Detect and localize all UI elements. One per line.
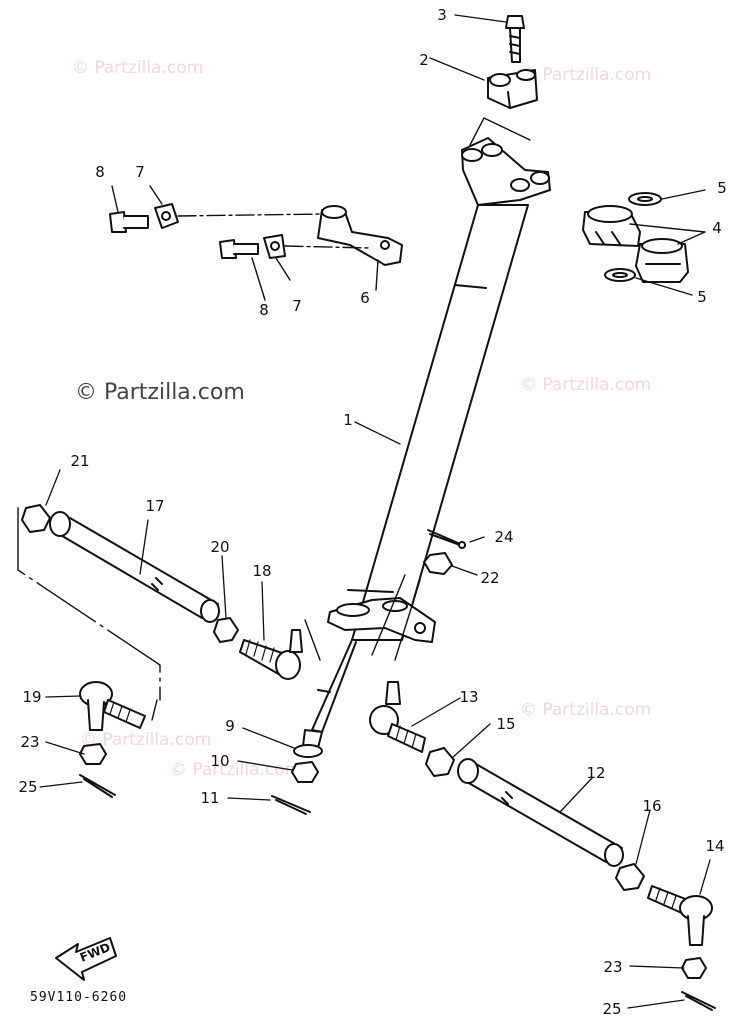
castle-nut <box>79 743 107 765</box>
watermark: © Partzilla.com <box>520 65 652 85</box>
callout-17: 17 <box>145 497 165 515</box>
callout-20: 20 <box>210 538 230 556</box>
arm-bracket <box>317 205 403 291</box>
watermark: © Partzilla.com <box>520 375 652 395</box>
callout-18: 18 <box>252 562 272 580</box>
callout-13: 13 <box>459 688 479 706</box>
steering-arm <box>327 597 436 643</box>
lock-nut <box>425 747 455 777</box>
callout-8: 8 <box>95 163 105 181</box>
lock-nut <box>21 504 51 533</box>
callout-15: 15 <box>496 715 516 733</box>
callout-4: 4 <box>712 219 722 237</box>
steering-column-shaft <box>302 204 529 749</box>
washer-hole <box>637 196 653 202</box>
tie-rod-end <box>79 681 146 731</box>
forward-arrow-icon <box>55 937 117 981</box>
top-bolt <box>505 15 525 63</box>
holder-bracket-left <box>582 205 641 247</box>
callout-10: 10 <box>210 752 230 770</box>
callout-11: 11 <box>200 789 220 807</box>
watermark: © Partzilla.com <box>170 760 302 780</box>
callout-12: 12 <box>586 764 606 782</box>
callout-1: 1 <box>343 411 353 429</box>
clamp-block <box>487 69 538 109</box>
callout-9: 9 <box>225 717 235 735</box>
callout-25: 25 <box>18 778 38 796</box>
clip <box>263 234 286 259</box>
cotter-pin <box>271 795 311 815</box>
lock-nut <box>213 617 239 643</box>
bolt <box>219 239 259 259</box>
callout-6: 6 <box>360 289 370 307</box>
cotter-pin <box>79 774 116 798</box>
washer <box>604 268 636 282</box>
washer-hole <box>612 272 628 278</box>
washer <box>628 192 662 206</box>
callout-3: 3 <box>437 6 447 24</box>
lock-nut <box>615 863 645 891</box>
watermark: © Partzilla.com <box>75 380 245 405</box>
leader-lines <box>39 14 711 1009</box>
castle-nut <box>423 552 453 575</box>
callout-7: 7 <box>135 163 145 181</box>
column-upper-bracket <box>461 137 551 206</box>
tie-rod-left <box>49 511 220 623</box>
watermark: © Partzilla.com <box>72 58 204 78</box>
tie-rod-end <box>647 885 713 946</box>
callout-25: 25 <box>602 1000 622 1018</box>
castle-nut <box>291 761 319 783</box>
clip <box>154 203 179 229</box>
tie-rod-end <box>239 629 303 680</box>
callout-2: 2 <box>419 51 429 69</box>
callout-23: 23 <box>20 733 40 751</box>
holder-bracket-right <box>635 238 689 283</box>
callout-7: 7 <box>292 297 302 315</box>
callout-24: 24 <box>494 528 514 546</box>
watermark: © Partzilla.com <box>80 730 212 750</box>
callout-23: 23 <box>603 958 623 976</box>
callout-14: 14 <box>705 837 725 855</box>
watermark: © Partzilla.com <box>520 700 652 720</box>
callout-22: 22 <box>480 569 500 587</box>
washer <box>293 744 323 758</box>
callout-19: 19 <box>22 688 42 706</box>
tie-rod-end <box>369 681 426 753</box>
callout-21: 21 <box>70 452 90 470</box>
callout-5: 5 <box>717 179 727 197</box>
callout-16: 16 <box>642 797 662 815</box>
bolt <box>109 211 149 233</box>
cotter-pin <box>681 991 716 1011</box>
diagram-code: 59V110-6260 <box>30 990 128 1005</box>
castle-nut <box>681 957 707 979</box>
tie-rod-right <box>457 758 624 867</box>
callout-5: 5 <box>697 288 707 306</box>
callout-8: 8 <box>259 301 269 319</box>
